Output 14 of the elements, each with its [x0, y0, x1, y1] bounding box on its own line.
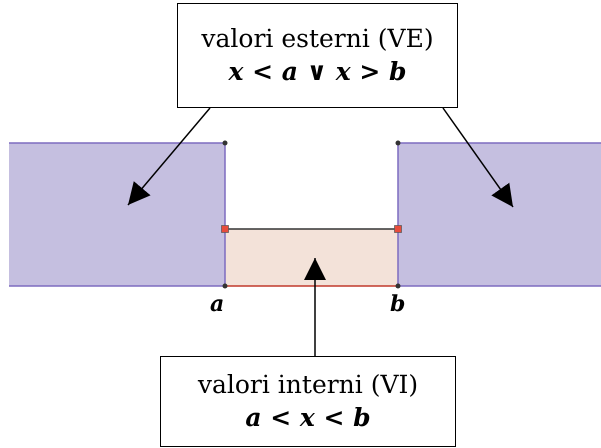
- inequality-text: a < x < b: [245, 402, 371, 434]
- point-label: b: [390, 291, 406, 317]
- arrow: [127, 108, 211, 206]
- box-title: valori interni (VI): [198, 369, 418, 401]
- arrow: [442, 108, 514, 208]
- text-box: [160, 356, 456, 447]
- half-plane-region: [9, 143, 225, 286]
- arrow: [304, 258, 326, 356]
- text-box: [177, 3, 458, 108]
- inequality-text: x < a ∨ x > b: [228, 56, 406, 88]
- interval-region: [225, 229, 398, 286]
- half-plane-region: [398, 143, 601, 286]
- box-title: valori esterni (VE): [201, 23, 434, 55]
- point-label: a: [210, 291, 224, 317]
